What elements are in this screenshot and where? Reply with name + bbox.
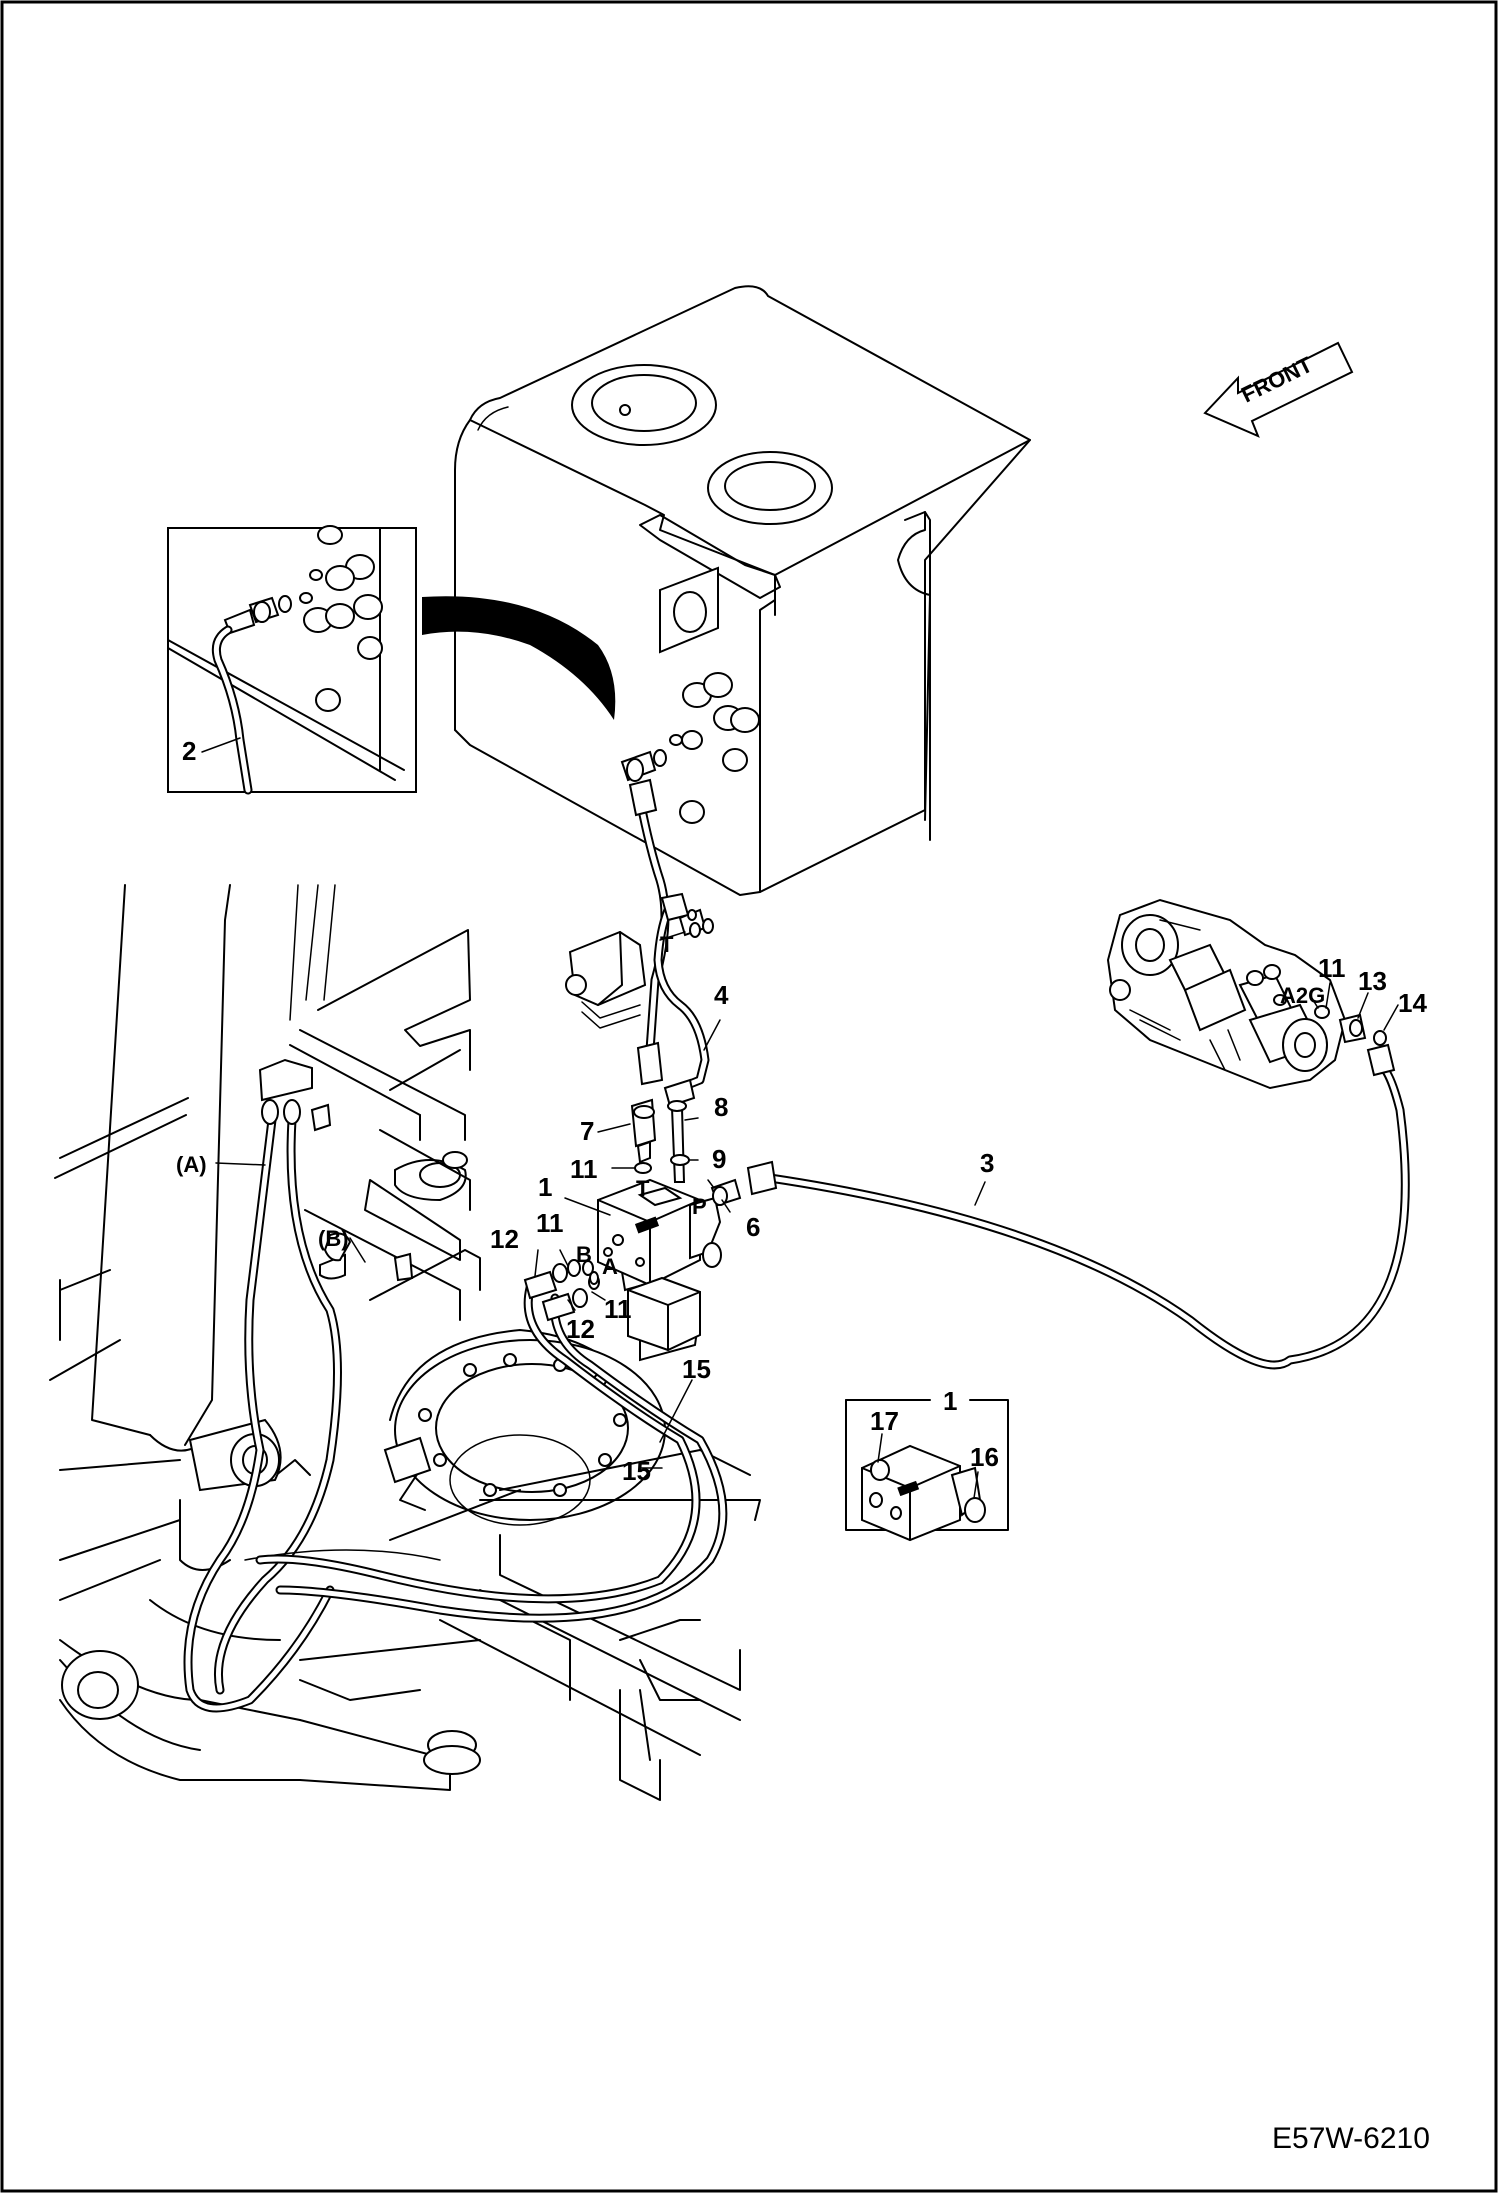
callout-16: 16	[970, 1442, 999, 1472]
view-ref-b: (B)	[318, 1226, 349, 1251]
callout-4: 4	[714, 980, 729, 1010]
detail-inset-tank-fittings	[167, 525, 417, 795]
port-a: A	[602, 1254, 618, 1279]
detail-pointer	[422, 596, 616, 720]
drawing-code: E57W-6210	[1272, 2122, 1430, 2155]
callout-13: 13	[1358, 966, 1387, 996]
port-labels: T T P B A A2G (A) (B)	[176, 932, 1325, 1279]
callout-11-t: 11	[570, 1154, 598, 1184]
callout-labels: 2 4 8 7 9 11 1 3 6 12 11 11 12 15 15 1 1…	[182, 736, 1427, 1486]
hoses-15	[255, 1283, 728, 1623]
hose-3	[746, 1043, 1410, 1370]
hose-4	[653, 892, 710, 1108]
port-a2g: A2G	[1280, 983, 1325, 1008]
control-valve	[523, 1098, 742, 1322]
port-p: P	[692, 1194, 707, 1219]
hydraulic-pump	[1106, 898, 1387, 1090]
callout-2: 2	[182, 736, 196, 766]
valve-mount-bracket	[627, 1276, 701, 1352]
callout-12-a: 12	[490, 1224, 519, 1254]
callout-17: 17	[870, 1406, 899, 1436]
callout-12-b: 12	[566, 1314, 595, 1344]
callout-11-b: 11	[536, 1208, 564, 1238]
callout-1-valve: 1	[538, 1172, 552, 1202]
callout-15-b: 15	[622, 1456, 651, 1486]
port-t-upper: T	[660, 932, 674, 957]
solenoid-block	[565, 930, 647, 1029]
callout-14: 14	[1398, 988, 1427, 1018]
hydraulic-tank	[454, 285, 1031, 896]
port-b: B	[576, 1242, 592, 1267]
callout-6: 6	[746, 1212, 760, 1242]
leader-lines	[215, 931, 1399, 1499]
upper-tee-fitting	[678, 908, 714, 938]
view-ref-a: (A)	[176, 1152, 207, 1177]
callout-7: 7	[580, 1116, 594, 1146]
hoses-a-b	[183, 1115, 441, 1713]
callout-15-a: 15	[682, 1354, 711, 1384]
callout-11-c: 11	[604, 1294, 632, 1324]
callout-3: 3	[980, 1148, 994, 1178]
front-direction-arrow: FRONT	[1203, 341, 1354, 438]
callout-1-detail: 1	[943, 1386, 957, 1416]
port-t-valve: T	[636, 1176, 650, 1201]
callout-9: 9	[712, 1144, 726, 1174]
valve-detail-box	[845, 1399, 1009, 1542]
callout-11-pump: 11	[1318, 953, 1346, 983]
callout-8: 8	[714, 1092, 728, 1122]
fittings-a-b	[258, 1058, 414, 1282]
